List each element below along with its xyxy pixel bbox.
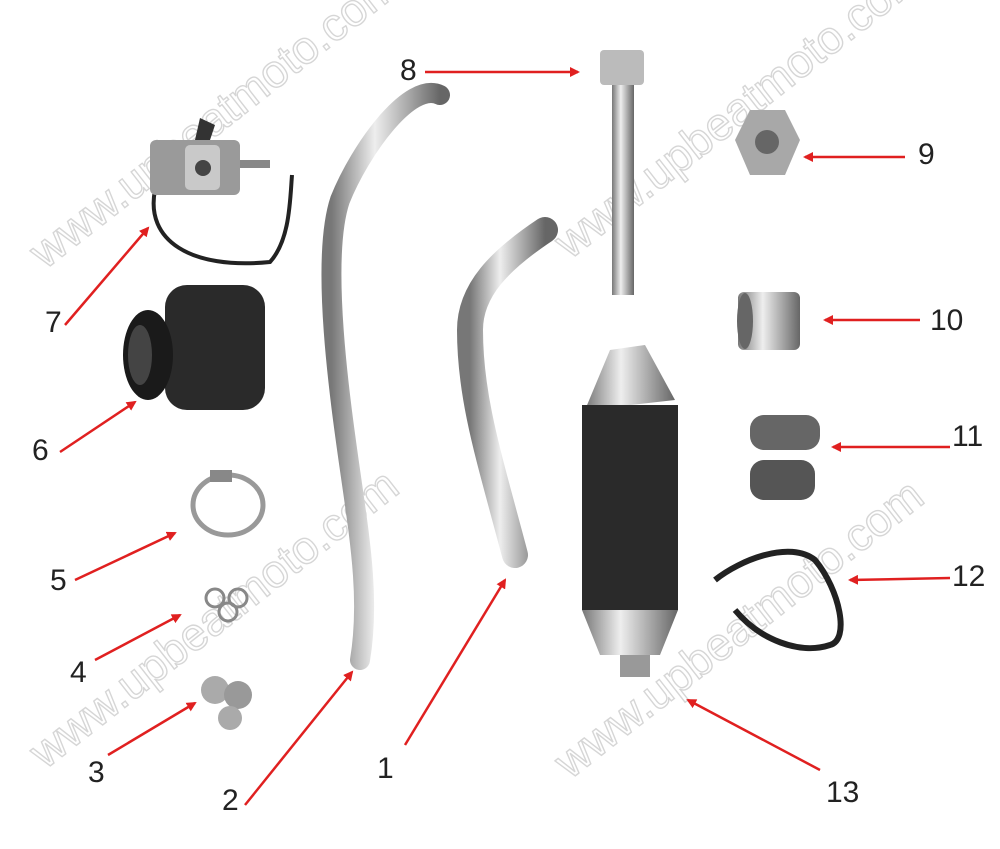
callout-labels: 1 2 3 4 5 6 7 8 9 10 11 12 13 bbox=[32, 54, 985, 817]
arrow-13 bbox=[686, 698, 821, 772]
hose-clamp-part bbox=[190, 470, 266, 538]
muffler-part bbox=[582, 345, 678, 677]
callout-9: 9 bbox=[918, 138, 935, 171]
flange-bolt-part bbox=[600, 50, 644, 295]
arrow-5 bbox=[74, 531, 177, 582]
grommets-part bbox=[750, 415, 820, 500]
arrow-4 bbox=[94, 613, 182, 662]
arrow-6 bbox=[59, 400, 137, 454]
callout-4: 4 bbox=[70, 656, 87, 689]
arrow-3 bbox=[107, 701, 197, 757]
callout-10: 10 bbox=[930, 304, 963, 337]
air-filter-part bbox=[123, 285, 265, 410]
callout-5: 5 bbox=[50, 564, 67, 597]
arrow-1 bbox=[403, 578, 507, 746]
callout-13: 13 bbox=[826, 776, 859, 809]
exhaust-mid-pipe-part bbox=[456, 217, 558, 568]
carburetor-part bbox=[150, 118, 294, 266]
callout-2: 2 bbox=[222, 784, 239, 817]
arrows bbox=[59, 67, 951, 806]
callout-12: 12 bbox=[952, 560, 985, 593]
spacer-part bbox=[737, 292, 800, 350]
callout-8: 8 bbox=[400, 54, 417, 87]
callout-7: 7 bbox=[45, 306, 62, 339]
washers-part bbox=[204, 587, 249, 623]
callout-6: 6 bbox=[32, 434, 49, 467]
flange-nut-part bbox=[735, 110, 800, 175]
cap-nuts-part bbox=[201, 676, 252, 730]
callout-3: 3 bbox=[88, 756, 105, 789]
callout-11: 11 bbox=[952, 420, 983, 453]
svg-text:www.upbeatmoto.com: www.upbeatmoto.com bbox=[18, 0, 407, 278]
arrow-12 bbox=[848, 574, 951, 585]
arrow-7 bbox=[64, 226, 150, 326]
bracket-part bbox=[713, 548, 844, 652]
exhaust-header-pipe-part bbox=[321, 83, 450, 670]
arrow-2 bbox=[244, 670, 354, 806]
callout-1: 1 bbox=[377, 752, 394, 785]
